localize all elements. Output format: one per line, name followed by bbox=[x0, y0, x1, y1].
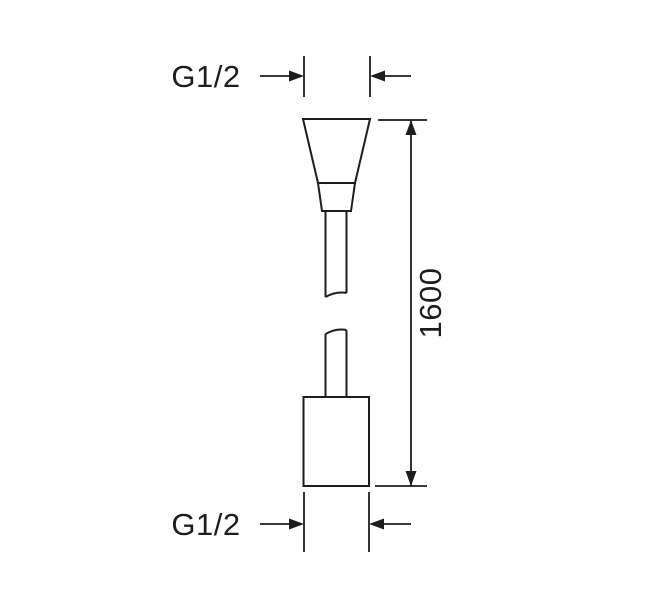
top-dim-left-arrowhead bbox=[289, 70, 304, 82]
hose-tube-upper-break-edge bbox=[325, 291, 347, 298]
hose-top-collar bbox=[316, 182, 357, 212]
bottom-dim-right-arrowhead bbox=[369, 518, 384, 530]
length-dim-top-arrowhead bbox=[405, 120, 417, 135]
hose-drawing bbox=[301, 118, 372, 487]
bottom-thread-label: G1/2 bbox=[171, 507, 240, 542]
hose-length-label: 1600 bbox=[413, 268, 448, 339]
hose-bottom-connector bbox=[302, 396, 370, 487]
hose-top-cone bbox=[301, 118, 372, 184]
hose-tube-lower-break-edge bbox=[325, 328, 347, 335]
bottom-dim-left-arrowhead bbox=[289, 518, 304, 530]
length-dimension: 1600 bbox=[375, 119, 448, 487]
bottom-diameter-dimension: G1/2 bbox=[171, 492, 411, 552]
length-dim-bottom-arrowhead bbox=[405, 471, 417, 486]
top-dim-right-arrowhead bbox=[370, 70, 385, 82]
top-diameter-dimension: G1/2 bbox=[171, 56, 411, 97]
top-thread-label: G1/2 bbox=[171, 59, 240, 94]
